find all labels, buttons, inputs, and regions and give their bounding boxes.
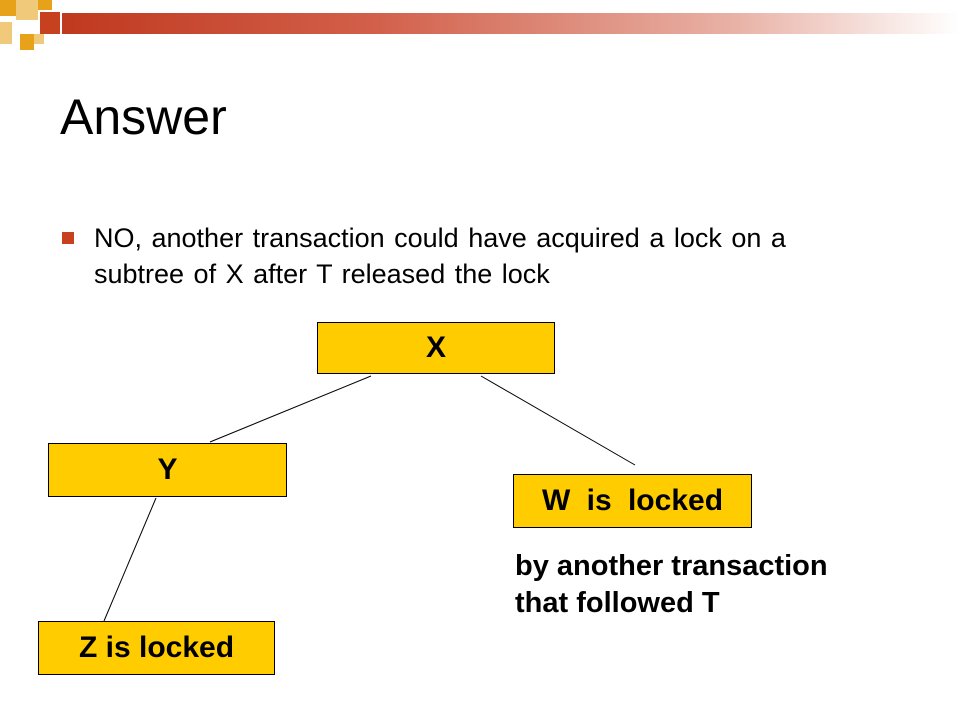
header-gradient-bar	[62, 13, 960, 34]
header-square	[0, 0, 16, 16]
square-bullet-icon	[62, 232, 74, 244]
header-square	[0, 22, 12, 44]
header-square	[38, 0, 52, 10]
bullet-item: NO, another transaction could have acqui…	[62, 220, 882, 292]
slide-title: Answer	[60, 89, 227, 145]
header-square	[16, 0, 38, 20]
header-square	[20, 34, 34, 50]
node-w: W is locked	[513, 474, 752, 528]
annotation: by another transaction that followed T	[515, 548, 828, 622]
edge-x-y	[209, 375, 372, 443]
bullet-list: NO, another transaction could have acqui…	[62, 220, 882, 292]
annotation-line-1: by another transaction	[515, 550, 828, 582]
header-decoration	[0, 0, 960, 60]
edge-y-z	[103, 497, 157, 622]
header-square	[40, 12, 60, 34]
bullet-text: NO, another transaction could have acqui…	[94, 223, 786, 289]
edge-x-w	[480, 375, 636, 466]
header-square	[34, 34, 44, 44]
annotation-line-2: that followed T	[515, 587, 720, 619]
node-x: X	[317, 322, 555, 374]
node-y: Y	[48, 443, 287, 497]
node-z: Z is locked	[38, 621, 275, 675]
